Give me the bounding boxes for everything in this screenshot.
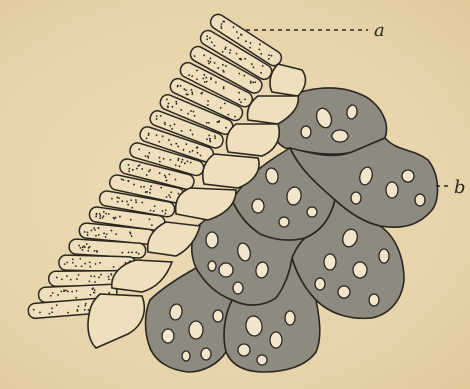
vacuole [351, 192, 361, 204]
vacuole [379, 249, 389, 263]
vacuole [252, 199, 264, 213]
vacuole [189, 321, 203, 339]
vacuole [208, 261, 216, 271]
vacuole [315, 278, 325, 290]
vacuole [324, 254, 336, 270]
vacuole [386, 182, 398, 198]
label-a: a [374, 20, 385, 41]
vacuole [238, 344, 250, 356]
vacuole [279, 217, 289, 227]
basal-cell [88, 294, 144, 348]
label-b: b [454, 177, 466, 198]
vacuole [332, 130, 348, 142]
vacuole [213, 310, 223, 322]
vacuole [219, 263, 233, 277]
vacuole [257, 355, 267, 365]
vacuole [353, 262, 367, 278]
vacuole [402, 170, 414, 182]
vacuole [301, 126, 311, 138]
vacuole [307, 207, 317, 217]
basal-cell [270, 64, 305, 96]
vacuole [415, 194, 425, 206]
label-a-group: a [246, 20, 385, 41]
vacuole [201, 348, 211, 360]
vacuole [233, 282, 243, 294]
vacuole [162, 329, 174, 343]
vacuole [182, 351, 190, 361]
vacuole [338, 286, 350, 298]
vacuole [206, 232, 218, 248]
vacuole [369, 294, 379, 306]
basal-cell [226, 124, 279, 156]
label-b-group: b [436, 177, 466, 198]
vacuole [270, 332, 282, 348]
vacuole [285, 311, 295, 325]
